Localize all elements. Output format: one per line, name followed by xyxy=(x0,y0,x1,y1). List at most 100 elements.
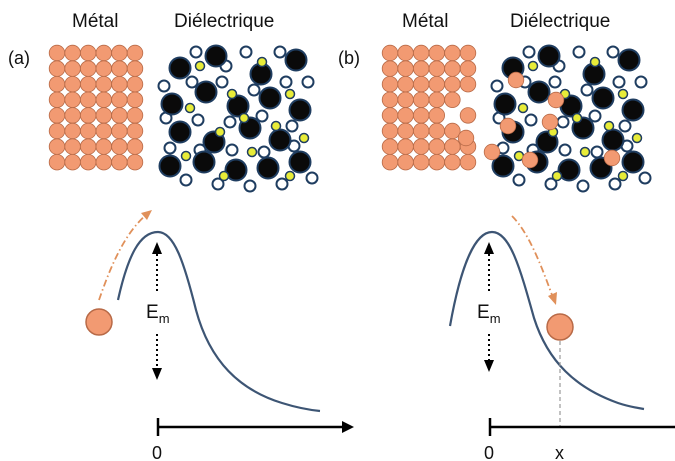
metal-atom xyxy=(64,91,81,109)
metal-atom xyxy=(413,153,430,171)
metal-atom xyxy=(444,60,461,77)
migrated-metal-ion xyxy=(521,151,539,169)
dielectric-small-atom xyxy=(579,146,591,158)
dielectric-small-atom xyxy=(603,120,615,132)
metal-atom xyxy=(79,91,97,109)
dielectric-ring-atom xyxy=(211,177,225,191)
metal-atom xyxy=(79,107,97,124)
panel-b-em-symbol: Em xyxy=(477,302,501,326)
metal-atom xyxy=(111,138,128,155)
metal-atom xyxy=(126,75,144,93)
metal-atom xyxy=(95,60,113,77)
metal-atom xyxy=(79,122,97,140)
metal-atom xyxy=(95,138,113,155)
metal-atom xyxy=(48,107,66,124)
dielectric-ring-atom xyxy=(279,75,293,89)
dielectric-large-atom xyxy=(204,44,228,68)
metal-atom xyxy=(397,122,414,140)
metal-atom xyxy=(95,153,113,171)
metal-atom xyxy=(428,107,446,124)
dielectric-ring-atom xyxy=(524,113,538,127)
panel-a-em-symbol: Em xyxy=(146,302,170,326)
dielectric-ring-atom xyxy=(572,45,586,59)
dielectric-small-atom xyxy=(218,170,230,182)
dielectric-large-atom xyxy=(527,80,551,104)
panel-b-trajectory-arrowhead xyxy=(548,292,557,305)
metal-atom xyxy=(444,153,461,171)
panel-b-barrier-curve xyxy=(448,230,645,411)
dielectric-small-atom xyxy=(214,126,226,138)
dielectric-ring-atom xyxy=(638,171,652,185)
dielectric-ring-atom xyxy=(590,145,604,159)
dielectric-small-atom xyxy=(527,60,539,72)
metal-atom xyxy=(48,44,66,62)
panel-b-trajectory-arrow xyxy=(511,215,553,296)
dielectric-ring-atom xyxy=(634,75,648,89)
dielectric-ring-atom xyxy=(273,45,287,59)
panel-a-axis-arrowhead xyxy=(342,421,354,433)
metal-atom xyxy=(48,138,66,155)
panel-a-em-label-box xyxy=(140,295,174,325)
dielectric-large-atom xyxy=(194,80,218,104)
dielectric-small-atom xyxy=(238,112,250,124)
dielectric-ring-atom xyxy=(512,173,526,187)
metal-atom xyxy=(64,153,81,171)
metal-atom xyxy=(64,60,81,77)
panel-a-trajectory-arrow xyxy=(98,214,147,301)
metal-atom xyxy=(444,138,461,155)
dielectric-large-atom xyxy=(491,154,515,178)
metal-atom xyxy=(381,60,399,77)
metal-atom xyxy=(126,153,144,171)
panel-b-dielectric-lattice xyxy=(490,44,652,193)
panel-b-migrated-ions xyxy=(457,71,621,169)
dielectric-ring-atom xyxy=(157,79,171,93)
dielectric-ring-atom xyxy=(576,179,590,193)
dielectric-ring-atom xyxy=(544,177,558,191)
dielectric-ring-atom xyxy=(255,109,269,123)
panel-b-em-arrowhead-up xyxy=(484,242,494,254)
metal-atom xyxy=(381,75,399,93)
panel-a-barrier-curve xyxy=(116,230,321,413)
dielectric-small-atom xyxy=(589,56,601,68)
dielectric-large-atom xyxy=(537,44,561,68)
metal-atom xyxy=(126,60,144,77)
dielectric-ring-atom xyxy=(223,115,237,129)
metal-atom xyxy=(397,91,414,109)
dielectric-ring-atom xyxy=(191,113,205,127)
metal-atom xyxy=(64,122,81,140)
metal-atom xyxy=(95,91,113,109)
panel-a-axis-origin: 0 xyxy=(152,443,162,461)
metal-atom xyxy=(428,44,446,62)
dielectric-large-atom xyxy=(493,92,517,116)
panel-b-em-E: E xyxy=(477,302,490,323)
dielectric-ring-atom xyxy=(247,83,261,97)
dielectric-large-atom xyxy=(591,86,615,110)
metal-atom xyxy=(95,44,113,62)
metal-atom xyxy=(126,138,144,155)
dielectric-large-atom xyxy=(168,120,192,144)
metal-atom xyxy=(111,60,128,77)
metal-atom xyxy=(459,44,477,62)
dielectric-ring-atom xyxy=(618,119,632,133)
dielectric-ring-atom xyxy=(588,109,602,123)
metal-atom xyxy=(79,44,97,62)
panel-a: (a) Métal Diélectrique Em 0 xyxy=(8,11,354,461)
metal-atom xyxy=(126,122,144,140)
dielectric-ring-atom xyxy=(275,177,289,191)
dielectric-ring-atom xyxy=(558,143,572,157)
dielectric-small-atom xyxy=(270,120,282,132)
metal-atom xyxy=(95,122,113,140)
dielectric-large-atom xyxy=(168,56,192,80)
panel-a-tag: (a) xyxy=(8,48,30,68)
metal-atom xyxy=(397,107,414,124)
dielectric-small-atom xyxy=(551,170,563,182)
dielectric-ring-atom xyxy=(179,173,193,187)
migrated-metal-ion xyxy=(603,149,621,167)
panel-a-ion xyxy=(85,308,113,336)
dielectric-small-atom xyxy=(256,56,268,68)
metal-atom xyxy=(397,60,414,77)
metal-atom xyxy=(111,44,128,62)
metal-atom xyxy=(381,44,399,62)
dielectric-ring-atom xyxy=(189,45,203,59)
dielectric-large-atom xyxy=(284,48,308,72)
